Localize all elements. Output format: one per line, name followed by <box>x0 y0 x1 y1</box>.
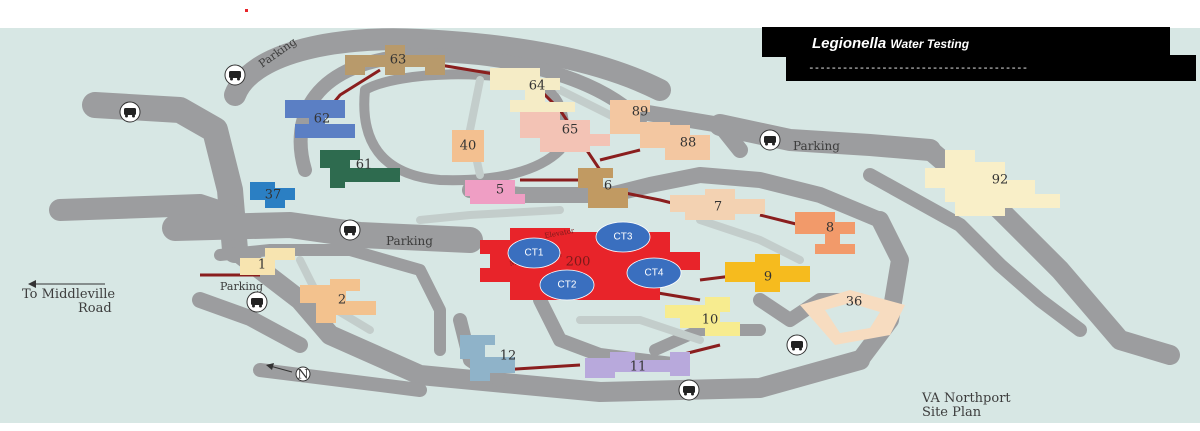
cooling-tower-ct3[interactable]: CT3 <box>595 221 651 253</box>
building-36[interactable]: 36 <box>800 290 905 345</box>
title-underline: --------------------------------------- <box>808 61 1028 74</box>
bus-icon <box>339 219 361 241</box>
building-12[interactable]: 12 <box>460 335 516 381</box>
cooling-tower-ct1[interactable]: CT1 <box>507 237 561 269</box>
ct2-label: CT2 <box>558 280 577 291</box>
building-9[interactable]: 9 <box>725 254 810 292</box>
building-37[interactable]: 37 <box>250 182 295 208</box>
building-10[interactable]: 10 <box>665 297 740 336</box>
building-64-label: 64 <box>529 79 546 94</box>
building-5-label: 5 <box>496 183 504 198</box>
site-plan-line1: VA Northport <box>921 391 1011 406</box>
parking-label-center: Parking <box>386 234 433 248</box>
building-200-label: 200 <box>566 255 591 270</box>
ct1-label: CT1 <box>525 248 544 259</box>
bus-icon <box>224 64 246 86</box>
building-7-label: 7 <box>714 200 722 215</box>
building-2[interactable]: 2 <box>300 279 376 323</box>
building-8[interactable]: 8 <box>795 212 855 254</box>
building-5[interactable]: 5 <box>465 180 525 204</box>
title-main-italic: Legionella <box>812 35 887 52</box>
building-62[interactable]: 62 <box>285 100 355 138</box>
building-9-label: 9 <box>764 270 772 285</box>
building-2-label: 2 <box>338 293 346 308</box>
building-6-label: 6 <box>604 179 612 194</box>
cooling-tower-ct2[interactable]: CT2 <box>539 269 595 301</box>
building-7[interactable]: 7 <box>670 189 765 220</box>
title-banner <box>762 27 1170 57</box>
building-6[interactable]: 6 <box>578 168 628 208</box>
building-1[interactable]: 1 <box>240 248 295 275</box>
building-63-label: 63 <box>390 53 407 68</box>
north-arrow-icon: N <box>266 363 311 383</box>
building-88[interactable]: 88 <box>640 125 710 160</box>
parking-label-right: Parking <box>793 139 840 153</box>
site-plan-line2: Site Plan <box>922 405 982 420</box>
red-dot-mark <box>245 9 248 12</box>
ct4-label: CT4 <box>645 268 664 279</box>
building-40-label: 40 <box>460 139 477 154</box>
building-36-label: 36 <box>846 295 863 310</box>
bus-icon <box>246 291 268 313</box>
north-label: N <box>297 368 308 383</box>
building-61-label: 61 <box>356 158 373 173</box>
ct3-label: CT3 <box>614 232 633 243</box>
road-label-line1: To Middleville <box>22 287 115 302</box>
building-92[interactable]: 92 <box>925 150 1060 216</box>
building-63[interactable]: 63 <box>345 45 445 75</box>
bus-icon <box>119 101 141 123</box>
bus-icon <box>759 129 781 151</box>
building-40[interactable]: 40 <box>452 130 484 162</box>
building-65-label: 65 <box>562 123 579 138</box>
building-64[interactable]: 64 <box>490 68 575 112</box>
building-1-label: 1 <box>258 258 266 273</box>
bus-icon <box>786 334 808 356</box>
building-11[interactable]: 11 <box>585 352 690 378</box>
building-8-label: 8 <box>826 221 834 236</box>
building-61[interactable]: 61 <box>320 150 400 188</box>
building-88-label: 88 <box>680 136 697 151</box>
arrow-left-icon <box>28 280 105 288</box>
building-10-label: 10 <box>702 313 719 328</box>
title-main-rest: Water Testing <box>890 37 970 51</box>
building-65[interactable]: 65 <box>520 112 610 152</box>
cooling-tower-ct4[interactable]: CT4 <box>626 257 682 289</box>
bus-icon <box>678 379 700 401</box>
building-92-label: 92 <box>992 173 1009 188</box>
building-12-label: 12 <box>500 349 517 364</box>
parking-label-left: Parking <box>220 280 263 293</box>
building-89-label: 89 <box>632 105 649 120</box>
title-banner-underline-bar <box>786 55 1196 81</box>
road-label-line2: Road <box>78 301 112 316</box>
building-37-label: 37 <box>265 188 282 203</box>
title-text: Legionella Water Testing <box>812 35 969 52</box>
building-62-label: 62 <box>314 112 331 127</box>
building-11-label: 11 <box>630 360 647 375</box>
